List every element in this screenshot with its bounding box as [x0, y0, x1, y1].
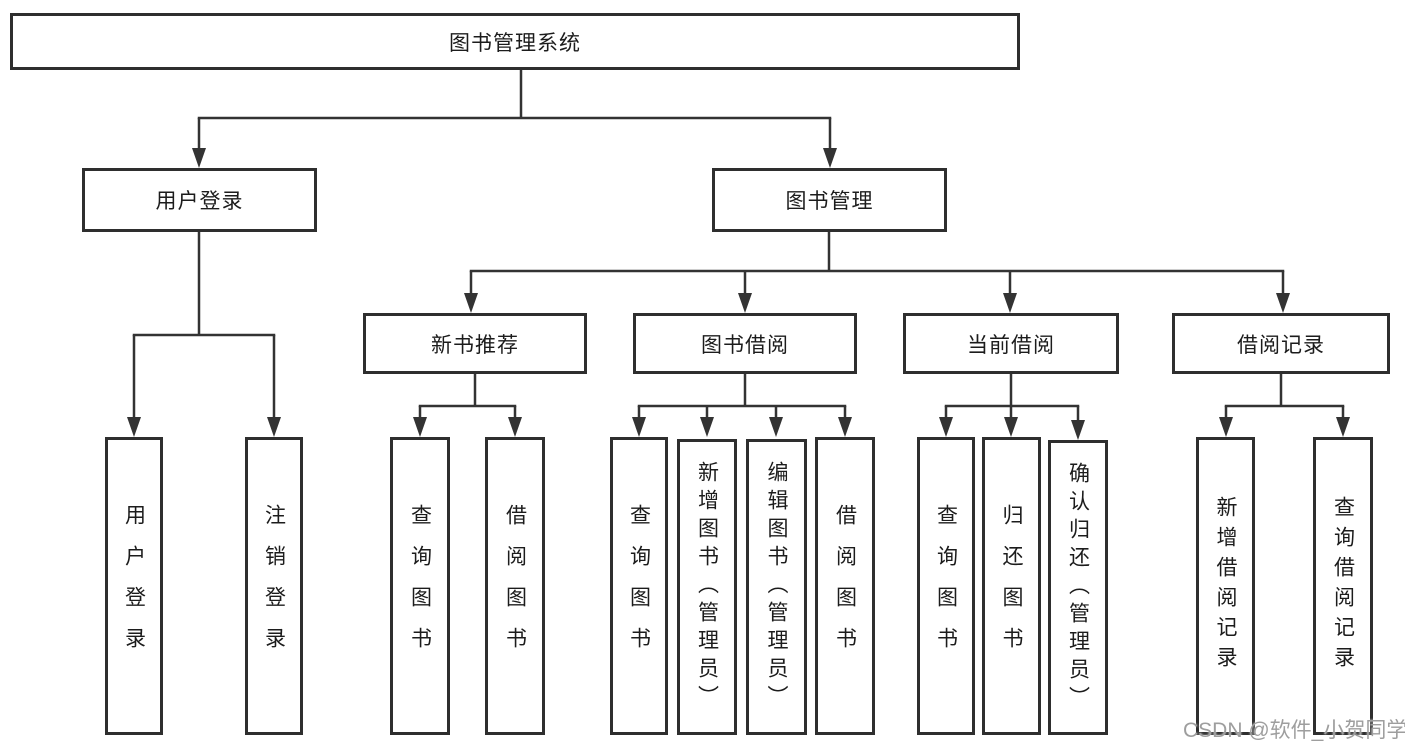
leaf-label: 新增借阅记录	[1214, 496, 1237, 676]
leaf-label: 新增图书（管理员）	[695, 461, 719, 713]
leaf-current-confirm-return-admin: 确认归还（管理员）	[1048, 440, 1108, 735]
node-borrowing-records: 借阅记录	[1172, 313, 1390, 374]
node-book-borrowing: 图书借阅	[633, 313, 857, 374]
leaf-logout: 注销登录	[245, 437, 303, 735]
leaf-borrowing-add-books-admin: 新增图书（管理员）	[677, 439, 737, 735]
leaf-label: 查询图书	[934, 504, 958, 668]
leaf-recommend-borrow-books: 借阅图书	[485, 437, 545, 735]
leaf-recommend-query-books: 查询图书	[390, 437, 450, 735]
leaf-label: 注销登录	[262, 504, 286, 668]
leaf-user-login: 用户登录	[105, 437, 163, 735]
arrowheads	[127, 148, 1350, 440]
leaf-borrowing-edit-books-admin: 编辑图书（管理员）	[746, 439, 807, 735]
leaf-label: 确认归还（管理员）	[1066, 461, 1090, 714]
node-new-book-recommend: 新书推荐	[363, 313, 587, 374]
leaf-label: 查询借阅记录	[1331, 496, 1355, 676]
leaf-current-return-books: 归还图书	[982, 437, 1041, 735]
leaf-records-add-record: 新增借阅记录	[1196, 437, 1255, 735]
leaf-label: 查询图书	[627, 504, 651, 668]
leaf-records-query-record: 查询借阅记录	[1313, 437, 1373, 735]
node-current-borrowing: 当前借阅	[903, 313, 1119, 374]
leaf-label: 借阅图书	[503, 504, 527, 668]
node-library-system: 图书管理系统	[10, 13, 1020, 70]
leaf-label: 编辑图书（管理员）	[765, 461, 788, 713]
node-user-login: 用户登录	[82, 168, 317, 232]
leaf-label: 查询图书	[408, 504, 432, 668]
leaf-label: 归还图书	[1000, 504, 1023, 668]
leaf-label: 借阅图书	[833, 504, 857, 668]
leaf-current-query-books: 查询图书	[917, 437, 975, 735]
node-book-management: 图书管理	[712, 168, 947, 232]
leaf-borrowing-borrow-books: 借阅图书	[815, 437, 875, 735]
leaf-borrowing-query-books: 查询图书	[610, 437, 668, 735]
csdn-watermark: CSDN @软件_小贺同学	[1183, 719, 1405, 742]
leaf-label: 用户登录	[122, 504, 146, 668]
